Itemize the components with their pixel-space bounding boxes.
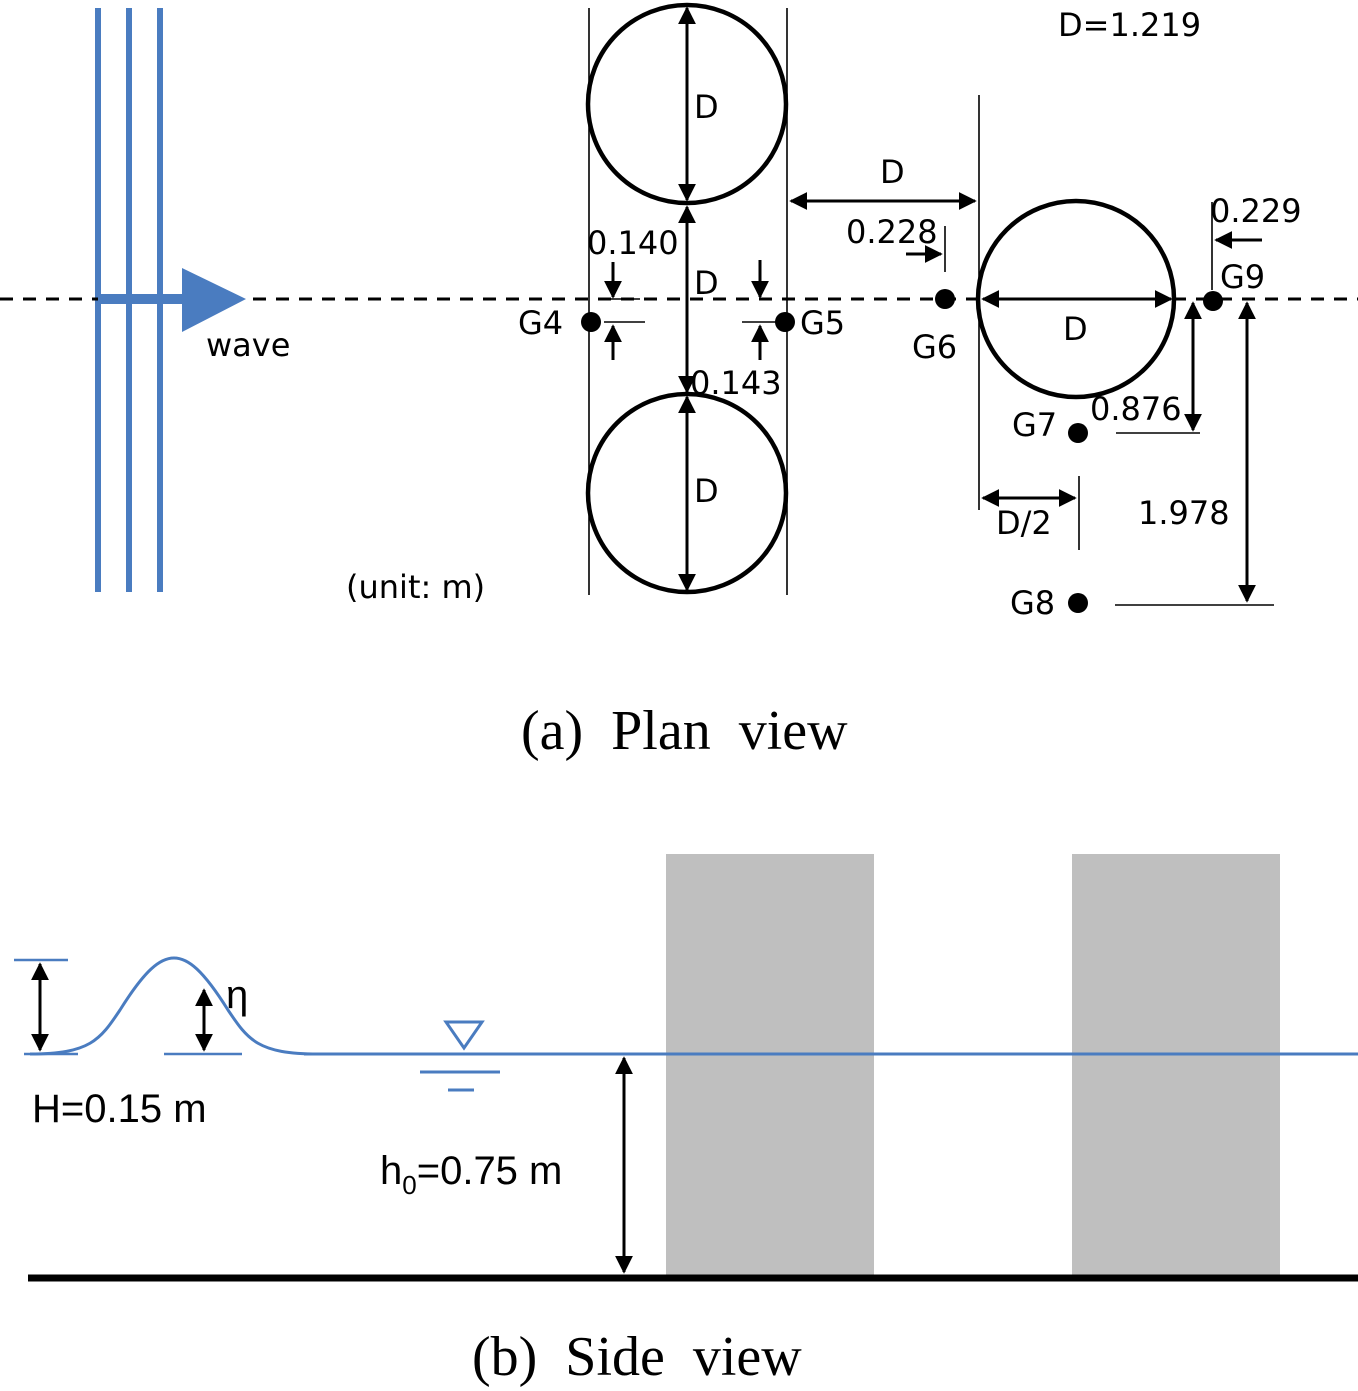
gauge-g7-dot [1068,423,1088,443]
cylinder-side-1 [666,854,874,1276]
cylinder-side-2 [1072,854,1280,1276]
wave-direction-arrow [98,268,246,332]
wave-label: wave [206,326,290,364]
still-water-symbol [420,1020,500,1092]
gauge-g8-label: G8 [1010,584,1055,622]
gauge-g5-label: G5 [800,304,845,342]
side-view-caption: (b) Side view [472,1326,802,1388]
spacing-diameter-label: D [880,153,905,191]
wave-height-label: H=0.15 m [32,1087,207,1131]
gauge-g4-label: G4 [518,304,563,342]
gauge-g5-dot [775,312,795,332]
diameter-label-bottom: D [694,472,719,510]
dim-0143: 0.143 [690,364,782,402]
gauge-g7-label: G7 [1012,406,1057,444]
gauge-g6-dot [935,289,955,309]
side-view: H=0.15 m η h0=0.75 m (b) Side view [14,854,1358,1388]
dim-0228: 0.228 [846,213,938,251]
diameter-note: D=1.219 [1058,6,1201,44]
diameter-label-top: D [694,88,719,126]
unit-note: (unit: m) [346,568,485,606]
plan-view: wave D=1.219 (unit: m) D D D 0.140 0.143 [0,2,1358,762]
cylinder-bottom-left [585,391,789,595]
gap-diameter-label: D [694,264,719,302]
gauge-g8-dot [1068,593,1088,613]
depth-label: h0=0.75 m [380,1149,562,1200]
dim-0229: 0.229 [1210,192,1302,230]
solitary-wave-profile [29,956,319,1056]
dim-1978: 1.978 [1138,494,1230,532]
gauge-g6-label: G6 [912,328,957,366]
eta-label: η [226,973,248,1017]
dim-0876: 0.876 [1090,390,1182,428]
cylinder-top-left [585,2,789,206]
diameter-label-right: D [1063,310,1088,348]
cylinder-right [975,198,1177,400]
gauge-g4-dot [581,312,601,332]
gauge-g9-dot [1203,291,1223,311]
dim-0140: 0.140 [587,224,679,262]
gauge-g9-label: G9 [1220,258,1265,296]
half-diameter-label: D/2 [996,504,1052,542]
plan-view-caption: (a) Plan view [521,700,848,762]
